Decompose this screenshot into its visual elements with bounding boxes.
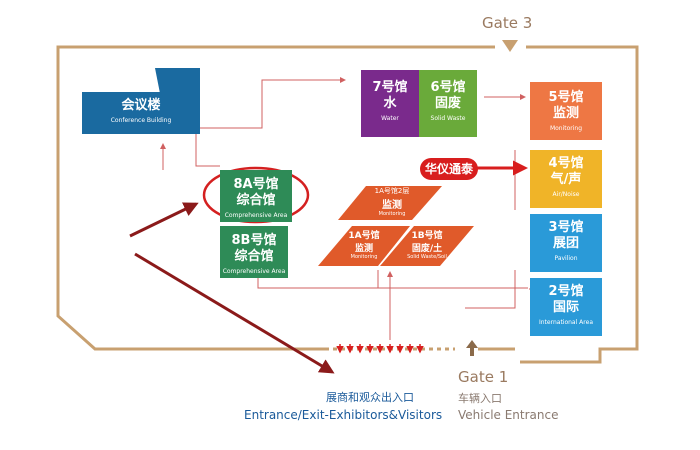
hall-1a-title: 1A号馆: [348, 231, 380, 241]
sponsor-badge-label: 华仪通泰: [424, 162, 473, 176]
hall-6[interactable]: 6号馆 固废 Solid Waste: [419, 70, 477, 137]
hall-8b-title: 8B号馆: [231, 233, 277, 248]
hall-4-en: Air/Noise: [552, 191, 580, 198]
hall-4-category: 气/声: [550, 172, 582, 187]
hall-4[interactable]: 4号馆 气/声 Air/Noise: [530, 150, 602, 208]
hall-6-category: 固废: [434, 96, 461, 111]
hall-1a-2f-label[interactable]: 1A号馆2层 监测 Monitoring: [360, 186, 424, 217]
hall-2-category: 国际: [552, 300, 579, 315]
circulation-paths: [160, 77, 531, 340]
arrow-to-hall-8a: [129, 202, 199, 238]
hall-8b-en: Comprehensive Area: [222, 268, 286, 275]
conference-building-en: Conference Building: [110, 117, 172, 124]
hall-2[interactable]: 2号馆 国际 International Area: [530, 278, 602, 336]
hall-6-en: Solid Waste: [430, 115, 466, 122]
hall-8a-highlight-circle: [202, 166, 310, 224]
hall-1b-shape: [380, 226, 474, 266]
hall-6-title: 6号馆: [430, 80, 466, 95]
hall-1b-label[interactable]: 1B号馆 固废/土 Solid Waste/Soil: [396, 228, 458, 260]
hall-1b-en: Solid Waste/Soil: [407, 254, 447, 260]
hall-8a-en: Comprehensive Area: [224, 212, 288, 219]
sponsor-badge[interactable]: 华仪通泰: [420, 158, 478, 180]
hall-3[interactable]: 3号馆 展团 Pavilion: [530, 214, 602, 272]
gate3-marker: [502, 40, 518, 52]
hall-7-en: Water: [381, 115, 399, 122]
hall-5[interactable]: 5号馆 监测 Monitoring: [530, 82, 602, 140]
hall-3-category: 展团: [552, 236, 579, 251]
hall-1a-2f-title: 1A号馆2层: [374, 187, 410, 195]
hall-1b-title: 1B号馆: [411, 231, 443, 241]
gate1-label: Gate 1: [458, 368, 509, 386]
hall-1a-en: Monitoring: [350, 254, 378, 260]
vehicle-entrance-en: Vehicle Entrance: [458, 408, 559, 422]
hall-2-en: International Area: [538, 319, 593, 326]
hall-1a-2f-category: 监测: [382, 200, 402, 211]
vehicle-entrance-arrow: [466, 340, 478, 356]
site-boundary: [56, 45, 639, 364]
hall-8a-title: 8A号馆: [233, 177, 279, 192]
hall-8a[interactable]: 8A号馆 综合馆 Comprehensive Area: [220, 170, 292, 222]
hall-2-title: 2号馆: [548, 284, 584, 299]
hall-8b-category: 综合馆: [234, 249, 274, 264]
entrance-arrows: [336, 344, 424, 354]
hall-5-category: 监测: [552, 106, 579, 121]
hall-5-title: 5号馆: [548, 90, 584, 105]
conference-building[interactable]: 会议楼 Conference Building: [82, 92, 200, 134]
hall-7[interactable]: 7号馆 水 Water: [361, 70, 419, 137]
hall-3-en: Pavilion: [554, 255, 578, 262]
hall-5-en: Monitoring: [549, 125, 583, 132]
vehicle-entrance-cn: 车辆入口: [458, 392, 502, 405]
hall-1a-category: 监测: [354, 244, 373, 254]
hall-1a-label[interactable]: 1A号馆 监测 Monitoring: [334, 228, 394, 260]
hall-1a-2f-shape: [338, 186, 442, 220]
hall-8b[interactable]: 8B号馆 综合馆 Comprehensive Area: [220, 226, 288, 278]
hall-1a-shape: [318, 226, 410, 266]
visitors-entrance-cn: 展商和观众出入口: [326, 391, 414, 404]
hall-1b-category: 固废/土: [411, 244, 443, 254]
conference-building-cn: 会议楼: [121, 98, 161, 113]
hall-4-title: 4号馆: [548, 156, 584, 171]
visitors-entrance-en: Entrance/Exit-Exhibitors&Visitors: [244, 408, 443, 422]
hall-7-category: 水: [383, 96, 397, 111]
hall-8a-category: 综合馆: [236, 193, 276, 208]
hall-1a-2f-en: Monitoring: [378, 211, 406, 217]
hall-7-title: 7号馆: [372, 80, 408, 95]
arrow-to-entrance: [134, 252, 335, 374]
gate3-label: Gate 3: [482, 14, 533, 32]
hall-3-title: 3号馆: [548, 220, 584, 235]
